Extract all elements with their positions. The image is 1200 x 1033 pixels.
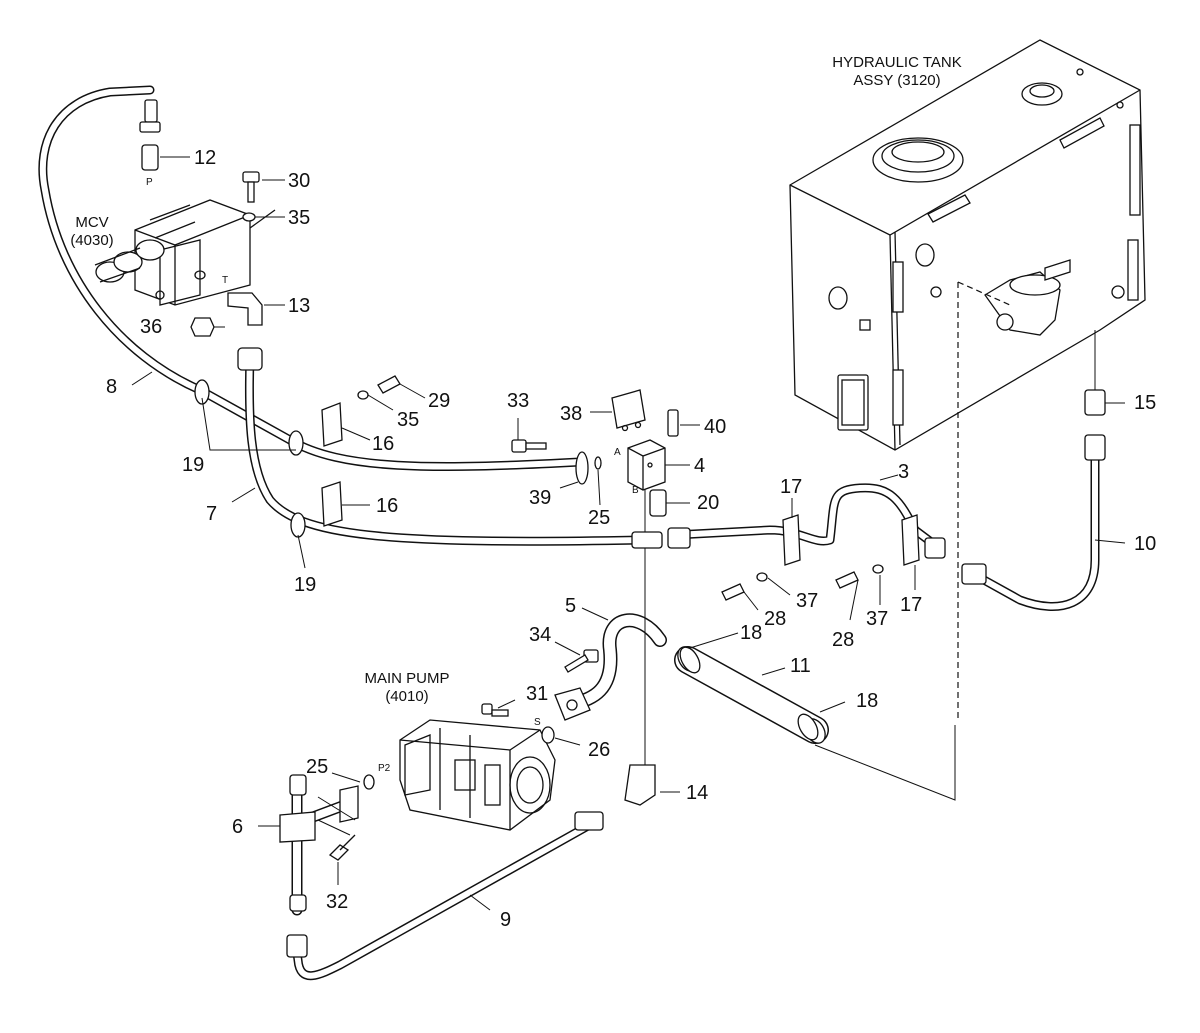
callout-29: 29: [428, 390, 451, 412]
hose-7: [244, 350, 645, 546]
callout-35-top: 35: [288, 207, 311, 229]
main-pump-label: MAIN PUMP (4010): [352, 670, 462, 706]
hydraulic-tank-label-line2: ASSY (3120): [853, 72, 941, 89]
callout-25-mid: 25: [588, 507, 611, 529]
callout-13: 13: [288, 295, 311, 317]
callout-14: 14: [686, 782, 709, 804]
callout-32: 32: [326, 891, 349, 913]
callout-31: 31: [526, 683, 549, 705]
hydraulic-tank-label-line1: HYDRAULIC TANK: [832, 54, 962, 71]
callout-4: 4: [694, 455, 706, 477]
port-label-p2: P2: [378, 763, 391, 774]
pipe-6: [279, 779, 359, 916]
callout-19-top: 19: [182, 454, 205, 476]
port-label-s: S: [534, 717, 541, 728]
leader-lines: [131, 156, 1126, 911]
hose-10: [970, 450, 1100, 611]
port-label-t: T: [222, 275, 229, 286]
mcv-label-line1: MCV: [75, 214, 109, 231]
callout-33: 33: [507, 390, 530, 412]
callout-39: 39: [529, 487, 552, 509]
main-pump-drawing: [399, 719, 556, 831]
callout-17-right: 17: [900, 594, 923, 616]
callout-20: 20: [697, 492, 720, 514]
callout-11: 11: [790, 655, 811, 677]
callout-12: 12: [194, 147, 217, 169]
callout-7: 7: [206, 503, 218, 525]
hydraulic-tank-label: HYDRAULIC TANK ASSY (3120): [812, 54, 982, 90]
mcv-label: MCV (4030): [62, 214, 122, 250]
callout-10: 10: [1134, 533, 1157, 555]
callout-25-bottom: 25: [306, 756, 329, 778]
fittings: [139, 99, 1106, 958]
callout-36: 36: [140, 316, 163, 338]
callout-3: 3: [898, 461, 910, 483]
port-label-a: A: [614, 447, 621, 458]
mcv-drawing: [94, 199, 276, 306]
callout-15: 15: [1134, 392, 1157, 414]
hose-8: [38, 85, 585, 472]
callout-18-top: 18: [740, 622, 763, 644]
hose-9: [291, 817, 600, 981]
main-pump-label-line2: (4010): [385, 688, 429, 705]
callout-18-bottom: 18: [856, 690, 879, 712]
port-label-b: B: [632, 485, 639, 496]
callout-37-right: 37: [866, 608, 889, 630]
mcv-label-line2: (4030): [70, 232, 114, 249]
callout-34: 34: [529, 624, 552, 646]
callout-40: 40: [704, 416, 727, 438]
callout-38: 38: [560, 403, 583, 425]
callout-17-left: 17: [780, 476, 803, 498]
callout-28-left: 28: [764, 608, 787, 630]
hydraulic-tank-drawing: [789, 39, 1146, 720]
callout-6: 6: [232, 816, 244, 838]
pipe-3: [670, 483, 940, 550]
callout-19-bottom: 19: [294, 574, 317, 596]
port-label-p: P: [146, 177, 153, 188]
callout-37-left: 37: [796, 590, 819, 612]
callout-26: 26: [588, 739, 611, 761]
callout-30: 30: [288, 170, 311, 192]
callout-9: 9: [500, 909, 512, 931]
main-pump-label-line1: MAIN PUMP: [364, 670, 450, 687]
callout-28-right: 28: [832, 629, 855, 651]
callout-35-mid: 35: [397, 409, 420, 431]
callout-8: 8: [106, 376, 118, 398]
callout-16-bottom: 16: [376, 495, 399, 517]
callout-16-top: 16: [372, 433, 395, 455]
callout-5: 5: [565, 595, 577, 617]
